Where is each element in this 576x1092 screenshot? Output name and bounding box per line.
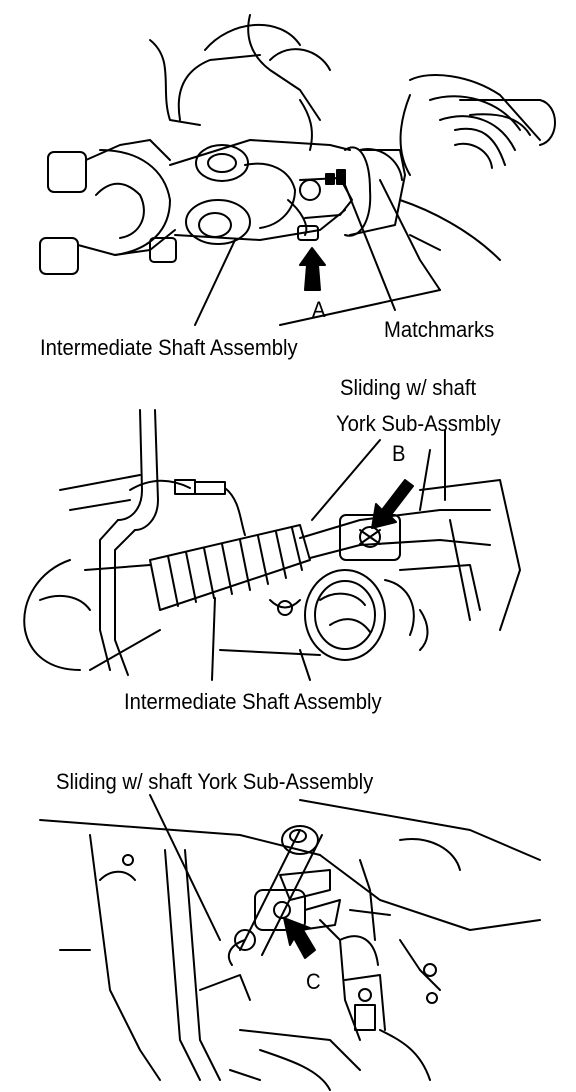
panel-2-illustration (0, 370, 576, 740)
callout-a-label: A (312, 297, 326, 322)
sliding-yoke-label-line2: York Sub-Assmbly (336, 411, 501, 436)
panel-3-sliding-yoke-bolt-c: Sliding w/ shaft York Sub-Assembly C (0, 740, 576, 1092)
sliding-yoke-label-line1: Sliding w/ shaft (340, 375, 477, 400)
panel-1-intermediate-shaft-matchmarks: A Matchmarks Intermediate Shaft Assembly (0, 0, 576, 370)
intermediate-shaft-label-1: Intermediate Shaft Assembly (40, 335, 298, 360)
panel-2-sliding-yoke-bolt-b: Sliding w/ shaft York Sub-Assmbly B Inte… (0, 370, 576, 740)
matchmarks-label: Matchmarks (384, 317, 495, 342)
callout-b-label: B (392, 441, 406, 466)
panel-3-illustration (0, 740, 576, 1092)
sliding-yoke-label-full: Sliding w/ shaft York Sub-Assembly (56, 769, 374, 794)
callout-c-label: C (306, 969, 321, 994)
intermediate-shaft-label-2: Intermediate Shaft Assembly (124, 689, 382, 714)
panel-1-illustration (0, 0, 576, 370)
